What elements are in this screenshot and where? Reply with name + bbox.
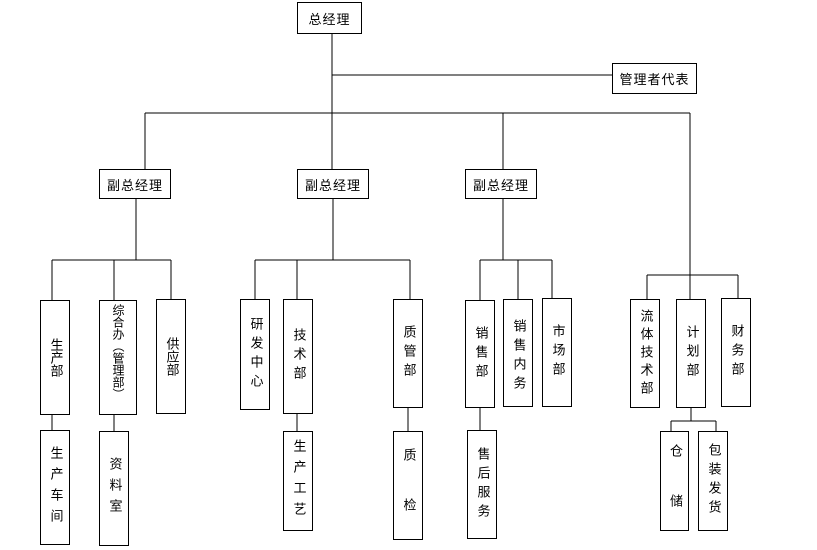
node-label: 生产部 — [47, 338, 63, 377]
node-label: 研发中心 — [247, 316, 263, 393]
node-label: 副总经理 — [304, 178, 361, 194]
node-label: 管理者代表 — [619, 73, 690, 88]
node-production-workshop: 生产车间 — [40, 430, 70, 545]
node-label: 计划部 — [683, 325, 699, 382]
node-sales-dept: 销售部 — [465, 300, 495, 408]
node-label: 销售部 — [472, 325, 488, 383]
node-production-process: 生产工艺 — [283, 431, 313, 531]
node-general-manager: 总经理 — [297, 2, 362, 34]
node-label: 综合办（管理部） — [111, 304, 125, 400]
node-label: 流体技术部 — [637, 308, 653, 399]
node-planning-dept: 计划部 — [676, 299, 706, 408]
node-label: 仓 储 — [667, 443, 682, 519]
node-label: 资料室 — [106, 457, 122, 520]
node-production-dept: 生产部 — [40, 300, 70, 415]
node-archives-room: 资料室 — [99, 431, 129, 546]
node-tech-dept: 技术部 — [283, 299, 313, 414]
node-vice-gm-3: 副总经理 — [465, 169, 537, 199]
node-label: 生产工艺 — [290, 439, 306, 523]
node-label: 供应部 — [163, 337, 179, 376]
node-label: 财务部 — [728, 324, 744, 381]
node-supply-dept: 供应部 — [156, 299, 186, 414]
node-label: 销售内务 — [510, 319, 526, 395]
node-sales-admin: 销售内务 — [503, 299, 533, 407]
node-label: 副总经理 — [106, 178, 163, 194]
node-label: 售后服务 — [474, 446, 490, 523]
node-label: 质管部 — [400, 325, 416, 382]
node-label: 副总经理 — [472, 178, 529, 194]
node-after-sales-service: 售后服务 — [467, 430, 497, 539]
node-label: 技术部 — [290, 328, 306, 385]
node-admin-office: 综合办（管理部） — [99, 300, 137, 415]
node-label: 质 检 — [400, 448, 416, 523]
node-marketing-dept: 市场部 — [542, 298, 572, 407]
node-vice-gm-2: 副总经理 — [297, 169, 369, 199]
node-label: 包装发货 — [705, 443, 721, 519]
node-warehouse: 仓 储 — [660, 431, 689, 531]
node-rnd-center: 研发中心 — [240, 299, 270, 410]
node-quality-mgmt-dept: 质管部 — [393, 299, 423, 408]
node-fluid-tech-dept: 流体技术部 — [630, 299, 660, 408]
node-packing-shipping: 包装发货 — [698, 431, 728, 531]
node-quality-inspection: 质 检 — [393, 431, 423, 540]
node-vice-gm-1: 副总经理 — [99, 169, 171, 199]
node-label: 市场部 — [549, 324, 565, 381]
node-label: 总经理 — [308, 12, 351, 28]
node-finance-dept: 财务部 — [721, 298, 751, 407]
node-label: 生产车间 — [47, 445, 63, 530]
node-management-representative: 管理者代表 — [612, 63, 697, 94]
